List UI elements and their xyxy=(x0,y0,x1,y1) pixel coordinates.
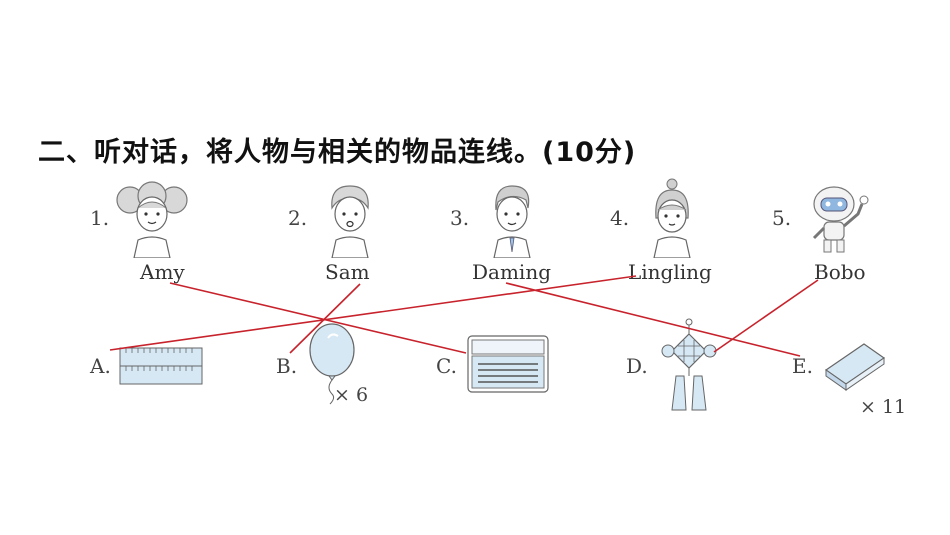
eraser-quantity: × 11 xyxy=(860,396,907,418)
item-letter: C. xyxy=(436,354,457,378)
girl-curly-hair-icon xyxy=(116,181,188,258)
eraser-icon xyxy=(824,343,886,391)
boy-curly-hair-icon xyxy=(331,185,369,258)
item-letter: D. xyxy=(626,354,648,378)
item-b-balloon[interactable]: B. × 6 xyxy=(276,323,426,428)
ruler-icon xyxy=(119,347,203,385)
person-number: 5. xyxy=(772,206,792,230)
item-c-pencil-box[interactable]: C. xyxy=(436,335,586,428)
person-name: Lingling xyxy=(628,260,712,284)
person-number: 4. xyxy=(610,206,630,230)
person-name: Daming xyxy=(472,260,552,284)
person-name: Amy xyxy=(140,260,185,284)
item-a-ruler[interactable]: A. xyxy=(90,338,240,428)
person-number: 2. xyxy=(288,206,308,230)
robot-icon xyxy=(812,186,869,253)
balloon-quantity: × 6 xyxy=(334,384,369,406)
item-d-chinese-knot[interactable]: D. xyxy=(626,318,776,428)
person-number: 1. xyxy=(90,206,110,230)
person-amy[interactable]: 1. Amy xyxy=(90,178,250,288)
person-number: 3. xyxy=(450,206,470,230)
item-e-eraser[interactable]: E. × 11 xyxy=(792,338,942,428)
person-sam[interactable]: 2. Sam xyxy=(288,178,448,288)
question-title: 二、听对话，将人物与相关的物品连线。(10分) xyxy=(38,137,637,168)
item-letter: E. xyxy=(792,354,813,378)
person-lingling[interactable]: 4. Lingling xyxy=(610,178,770,288)
chinese-knot-icon xyxy=(661,318,717,411)
person-name: Sam xyxy=(325,260,370,284)
person-bobo[interactable]: 5. Bobo xyxy=(772,178,932,288)
girl-ponytail-icon xyxy=(653,178,691,258)
item-letter: A. xyxy=(90,354,111,378)
pencil-box-icon xyxy=(467,335,549,393)
item-letter: B. xyxy=(276,354,298,378)
person-daming[interactable]: 3. Daming xyxy=(450,178,610,288)
boy-short-hair-icon xyxy=(493,185,531,258)
person-name: Bobo xyxy=(814,260,866,284)
